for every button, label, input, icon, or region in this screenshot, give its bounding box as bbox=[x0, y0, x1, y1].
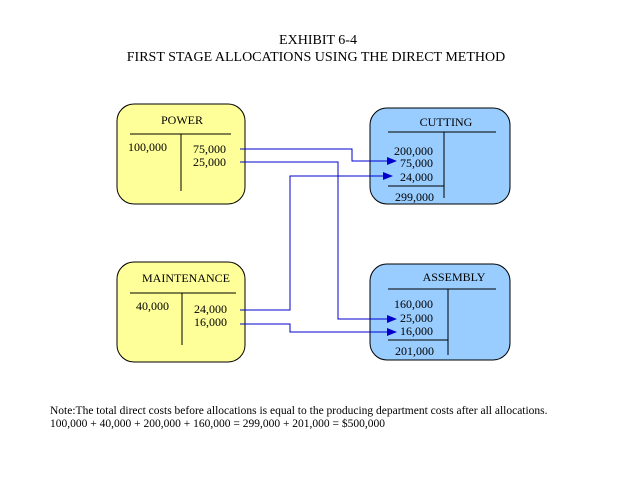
note-line-2: 100,000 + 40,000 + 200,000 + 160,000 = 2… bbox=[50, 417, 385, 430]
power-alloc-assembly: 25,000 bbox=[193, 155, 226, 169]
maintenance-department: MAINTENANCE 40,000 24,000 16,000 bbox=[116, 261, 246, 363]
power-direct-cost: 100,000 bbox=[128, 140, 167, 154]
power-title: POWER bbox=[161, 113, 203, 127]
arrow-maintenance-to-cutting bbox=[240, 172, 393, 311]
assembly-direct-cost: 160,000 bbox=[394, 297, 433, 311]
arrow-power-to-cutting bbox=[240, 148, 397, 165]
power-alloc-cutting: 75,000 bbox=[193, 142, 226, 156]
assembly-from-power: 25,000 bbox=[400, 311, 433, 325]
cutting-direct-cost: 200,000 bbox=[394, 144, 433, 158]
cutting-total: 299,000 bbox=[395, 190, 434, 204]
exhibit-subtitle: FIRST STAGE ALLOCATIONS USING THE DIRECT… bbox=[127, 50, 505, 65]
assembly-box bbox=[369, 263, 511, 361]
assembly-title: ASSEMBLY bbox=[423, 270, 486, 284]
exhibit-title: EXHIBIT 6-4 bbox=[279, 33, 357, 48]
cutting-from-power: 75,000 bbox=[400, 156, 433, 170]
cutting-title: CUTTING bbox=[420, 115, 473, 129]
power-department: POWER 100,000 75,000 25,000 bbox=[116, 103, 246, 205]
cutting-department: CUTTING 200,000 75,000 24,000 299,000 bbox=[369, 107, 511, 205]
assembly-from-maintenance: 16,000 bbox=[400, 324, 433, 338]
maintenance-box bbox=[116, 261, 246, 363]
assembly-department: ASSEMBLY 160,000 25,000 16,000 201,000 bbox=[369, 263, 511, 361]
assembly-total: 201,000 bbox=[395, 344, 434, 358]
arrow-maintenance-to-assembly bbox=[240, 323, 397, 336]
maintenance-direct-cost: 40,000 bbox=[136, 299, 169, 313]
maintenance-alloc-assembly: 16,000 bbox=[194, 315, 227, 329]
note-line-1: Note:The total direct costs before alloc… bbox=[50, 405, 548, 417]
maintenance-alloc-cutting: 24,000 bbox=[194, 302, 227, 316]
maintenance-title: MAINTENANCE bbox=[142, 271, 230, 285]
cutting-from-maintenance: 24,000 bbox=[400, 170, 433, 184]
arrow-power-to-assembly bbox=[240, 161, 397, 323]
